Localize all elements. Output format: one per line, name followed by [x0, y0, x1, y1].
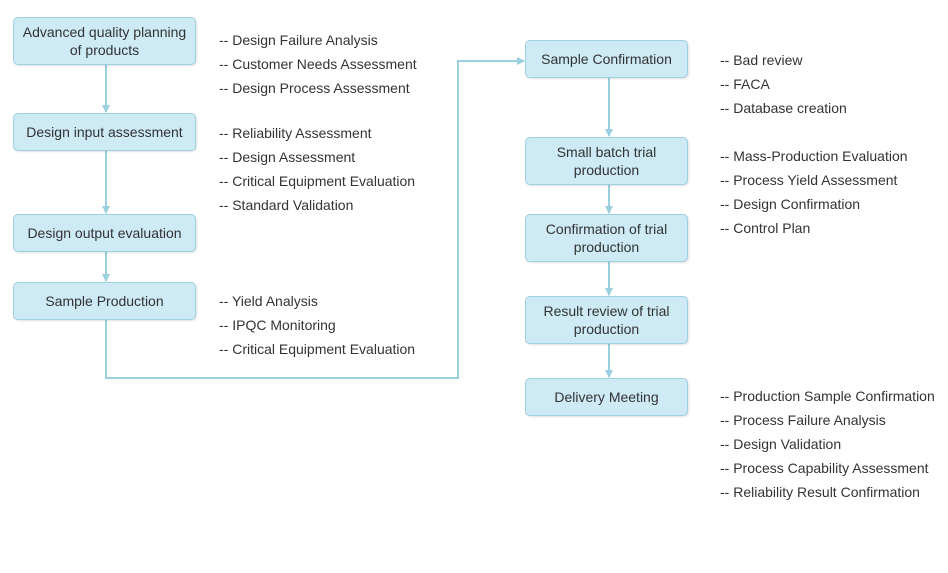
notes-delivery-meeting: -- Production Sample Confirmation -- Pro…: [720, 384, 935, 504]
note-item: -- Design Process Assessment: [219, 80, 410, 96]
notes-sample-production: -- Yield Analysis -- IPQC Monitoring -- …: [219, 289, 415, 361]
note-item: -- Database creation: [720, 100, 847, 116]
note-item: -- Critical Equipment Evaluation: [219, 173, 416, 189]
notes-sample-confirmation: -- Bad review -- FACA -- Database creati…: [720, 48, 847, 120]
notes-design-input: -- Reliability Assessment -- Design Asse…: [219, 121, 415, 217]
note-item: -- Critical Equipment Evaluation: [219, 341, 416, 357]
node-small-batch-trial-production: Small batch trial production: [525, 137, 688, 185]
node-sample-confirmation: Sample Confirmation: [525, 40, 688, 78]
note-item: -- Process Failure Analysis: [720, 412, 886, 428]
note-item: -- Reliability Result Confirmation: [720, 484, 920, 500]
node-design-input-assessment: Design input assessment: [13, 113, 196, 151]
note-item: -- Yield Analysis: [219, 293, 318, 309]
note-item: -- Process Yield Assessment: [720, 172, 898, 188]
note-item: -- Design Validation: [720, 436, 842, 452]
note-item: -- Process Capability Assessment: [720, 460, 929, 476]
note-item: -- Standard Validation: [219, 197, 354, 213]
note-item: -- Customer Needs Assessment: [219, 56, 417, 72]
note-item: -- Design Failure Analysis: [219, 32, 378, 48]
note-item: -- FACA: [720, 76, 770, 92]
note-item: -- Control Plan: [720, 220, 811, 236]
notes-small-batch: -- Mass-Production Evaluation -- Process…: [720, 144, 908, 240]
note-item: -- Production Sample Confirmation: [720, 388, 935, 404]
note-item: -- IPQC Monitoring: [219, 317, 336, 333]
node-delivery-meeting: Delivery Meeting: [525, 378, 688, 416]
notes-planning: -- Design Failure Analysis -- Customer N…: [219, 28, 417, 100]
note-item: -- Reliability Assessment: [219, 125, 372, 141]
note-item: -- Bad review: [720, 52, 803, 68]
node-result-review-of-trial-production: Result review of trial production: [525, 296, 688, 344]
node-design-output-evaluation: Design output evaluation: [13, 214, 196, 252]
note-item: -- Design Confirmation: [720, 196, 861, 212]
arrow-sample-production-to-confirmation: [105, 57, 525, 379]
note-item: -- Mass-Production Evaluation: [720, 148, 908, 164]
note-item: -- Design Assessment: [219, 149, 356, 165]
node-confirmation-of-trial-production: Confirmation of trial production: [525, 214, 688, 262]
node-sample-production: Sample Production: [13, 282, 196, 320]
node-advanced-quality-planning: Advanced quality planning of products: [13, 17, 196, 65]
